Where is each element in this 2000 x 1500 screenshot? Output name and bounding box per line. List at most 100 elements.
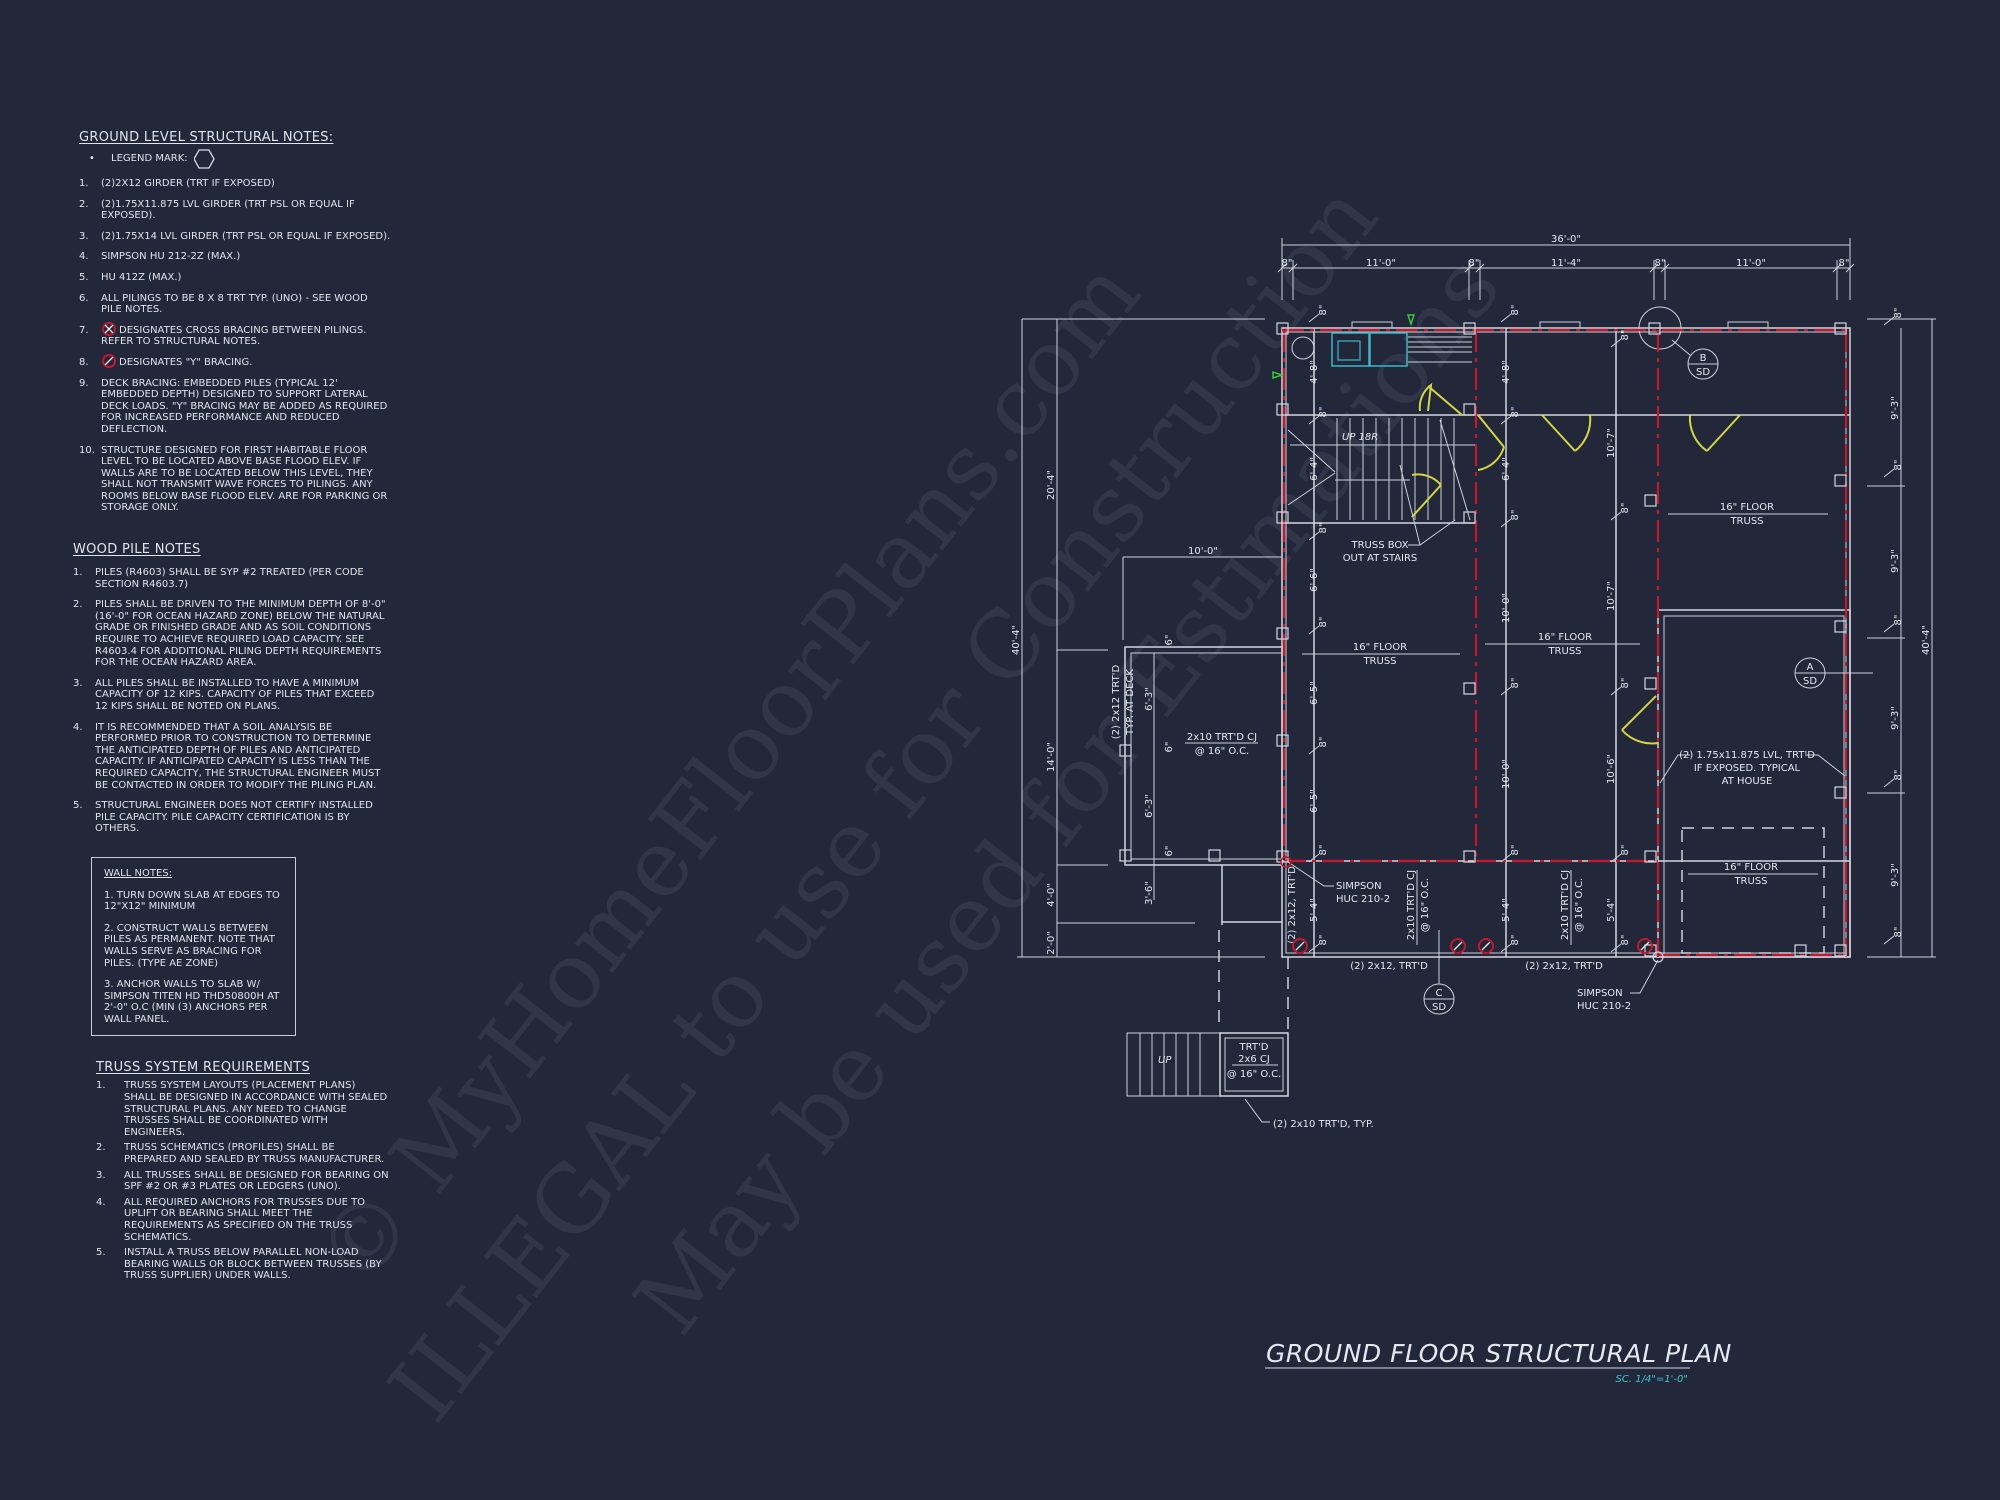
pier-post [1463, 511, 1476, 524]
simpson-label: SIMPSON [1577, 988, 1623, 999]
note-number: 6. [79, 292, 89, 304]
girder-beams [1282, 328, 1848, 957]
note-number: 2. [73, 599, 83, 611]
note-item: 2.PILES SHALL BE DRIVEN TO THE MINIMUM D… [73, 599, 403, 669]
note-number: 7. [79, 324, 89, 336]
dim-overall-depth-right: 40'-4" [1921, 625, 1932, 655]
dim-left: 4'-0" [1046, 883, 1057, 907]
dim-pier: 8" [1318, 845, 1329, 856]
ground-notes-title: GROUND LEVEL STRUCTURAL NOTES: [79, 130, 334, 145]
lvl-label: (2) 1.75x11.875 LVL, TRT'D [1679, 750, 1815, 761]
note-number: 8. [79, 356, 89, 368]
floor-truss-label: 16" FLOOR [1538, 632, 1592, 643]
stair-up-small: UP [1158, 1055, 1172, 1066]
landing-label: @ 16" O.C. [1227, 1069, 1282, 1080]
note-number: 5. [79, 271, 89, 283]
exterior-stair [1126, 1032, 1289, 1123]
section-letter: C [1436, 988, 1443, 999]
simpson-label: HUC 210-2 [1336, 894, 1390, 905]
lvl-label: IF EXPOSED. TYPICAL [1694, 763, 1801, 774]
wall-note-2: 2. CONSTRUCT WALLS BETWEEN PILES AS PERM… [104, 922, 275, 969]
dim-top: 11'-4" [1551, 258, 1581, 269]
note-text: STRUCTURAL ENGINEER DOES NOT CERTIFY INS… [95, 800, 373, 835]
plan-scale: SC. 1/4"=1'-0" [1616, 1374, 1688, 1385]
note-text: INSTALL A TRUSS BELOW PARALLEL NON-LOAD … [124, 1247, 382, 1282]
simpson-label: SIMPSON [1336, 881, 1382, 892]
simpson-label: HUC 210-2 [1577, 1001, 1631, 1012]
dim: 6'-5" [1309, 681, 1320, 705]
dim: 5'-4" [1309, 898, 1320, 922]
note-text: TRUSS SYSTEM LAYOUTS (PLACEMENT PLANS) S… [124, 1080, 388, 1138]
dim-pier: 8" [1318, 523, 1329, 534]
wall-note-3: 3. ANCHOR WALLS TO SLAB W/ SIMPSON TITEN… [104, 979, 280, 1025]
section-letter: A [1807, 662, 1814, 673]
floor-truss-label: TRUSS [1729, 516, 1763, 527]
note-number: 4. [73, 721, 83, 733]
dim-top: 8" [1282, 258, 1293, 269]
y-bracing-icon [1450, 938, 1466, 954]
note-item: 1.(2)2X12 GIRDER (TRT IF EXPOSED) [79, 178, 403, 190]
dim-top: 11'-0" [1736, 258, 1766, 269]
dim: 10'-7" [1606, 428, 1617, 458]
pier-post [1463, 682, 1476, 695]
bullet: • [89, 153, 95, 165]
pier-post [1276, 511, 1289, 524]
hanger-marker [1652, 951, 1664, 963]
rim-label: (2) 2x10 TRT'D, TYP. [1273, 1119, 1374, 1130]
pier-post [1644, 677, 1657, 690]
note-item: 10.STRUCTURE DESIGNED FOR FIRST HABITABL… [79, 445, 403, 515]
dim: 6'-4" [1309, 457, 1320, 481]
dim-pier: 8" [1893, 615, 1904, 626]
note-text: STRUCTURE DESIGNED FOR FIRST HABITABLE F… [101, 444, 388, 514]
wall-note-1: 1. TURN DOWN SLAB AT EDGES TO 12"x12" MI… [104, 889, 280, 913]
note-item: 4.IT IS RECOMMENDED THAT A SOIL ANALYSIS… [73, 722, 403, 792]
pier-post [1648, 322, 1661, 335]
landing-label: TRT'D [1239, 1042, 1269, 1053]
deck-girder-label: TYP. AT DECK [1125, 669, 1136, 736]
dim-right: 9'-3" [1890, 706, 1901, 730]
dim-overall-depth-left: 40'-4" [1011, 625, 1022, 655]
dim-pier: 8" [1620, 503, 1631, 514]
section-marker-c: C SD [1423, 930, 1455, 1015]
note-text: ALL TRUSSES SHALL BE DESIGNED FOR BEARIN… [124, 1169, 389, 1193]
note-text: (2)1.75x11.875 LVL GIRDER (TRT PSL OR EQ… [101, 198, 355, 222]
dim-deck: 6" [1164, 846, 1175, 857]
dim: 10'-6" [1606, 754, 1617, 784]
note-number: 2. [96, 1142, 106, 1154]
deck-cj-label: 2x10 TRT'D CJ [1187, 732, 1257, 743]
dim: 10'-0" [1501, 593, 1512, 623]
note-text: HU 412Z (MAX.) [101, 271, 182, 283]
cj-label: @ 16" O.C. [1574, 878, 1585, 933]
wood-pile-notes: WOOD PILE NOTES 1.PILES (R4603) SHALL BE… [73, 542, 403, 835]
pier-post [1834, 786, 1847, 799]
note-item: 8.DESIGNATES "Y" BRACING. [79, 353, 403, 369]
deck-cj-label: @ 16" O.C. [1195, 746, 1250, 757]
dim: 6'-6" [1309, 568, 1320, 592]
landing-label: 2x6 CJ [1238, 1054, 1270, 1065]
section-marker-b: B SD [1671, 339, 1719, 380]
dim-pier: 8" [1318, 305, 1329, 316]
dim-pier: 8" [1318, 737, 1329, 748]
note-item: 9.DECK BRACING: EMBEDDED PILES (TYPICAL … [79, 378, 403, 436]
note-number: 5. [96, 1247, 106, 1259]
note-text: DESIGNATES CROSS BRACING BETWEEN PILINGS… [101, 324, 367, 348]
y-bracing-icon [102, 353, 116, 368]
note-text: ALL REQUIRED ANCHORS FOR TRUSSES DUE TO … [124, 1196, 366, 1243]
note-text: SIMPSON HU 212-2Z (MAX.) [101, 251, 241, 263]
interior-stair [1287, 418, 1475, 521]
pier-post [1463, 322, 1476, 335]
pier-post [1463, 403, 1476, 416]
dim-top: 11'-0" [1366, 258, 1396, 269]
notes-column: GROUND LEVEL STRUCTURAL NOTES: • LEGEND … [73, 130, 403, 1282]
note-item: 7. DESIGNATES CROSS BRACING BETWEEN PILIN… [79, 321, 403, 348]
note-text: TRUSS SCHEMATICS (PROFILES) SHALL BE PRE… [124, 1142, 385, 1166]
hexagon-legend-icon [193, 149, 215, 169]
note-number: 5. [73, 800, 83, 812]
dim-pier: 8" [1620, 678, 1631, 689]
dim-deck: 3'-6" [1144, 881, 1155, 905]
cj-label: 2x10 TRT'D CJ [1560, 870, 1571, 940]
right-dimensions: 9'-3" 9'-3" 9'-3" 9'-3" 40'-4" [1867, 318, 1936, 958]
dim-pier: 8" [1620, 935, 1631, 946]
dim-pier: 8" [1620, 845, 1631, 856]
pier-post [1644, 850, 1657, 863]
